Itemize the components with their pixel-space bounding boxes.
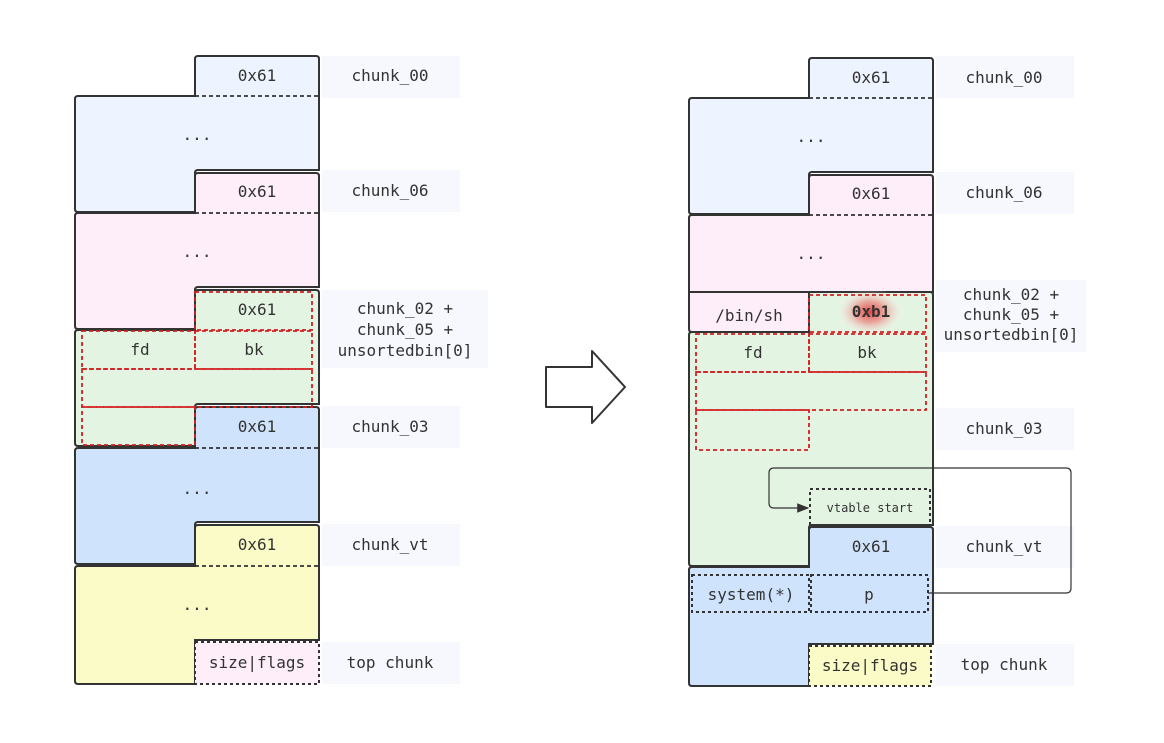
chunk-06-size: 0x61 [852,184,891,203]
transition-arrow-icon [545,350,626,424]
chunk-06-label: chunk_06 [965,183,1042,202]
chunk-03-label: chunk_03 [351,417,428,436]
chunk-06-shape [688,174,934,293]
chunk-02-size: 0x61 [238,300,277,319]
chunk-02-label-1: chunk_02 + [963,285,1059,304]
fake-size-region [194,291,313,331]
label-bg [936,408,1074,450]
binsh-cell [688,291,810,333]
top-size-box [194,641,320,685]
fake-row-region [81,406,196,446]
binsh-label: /bin/sh [715,306,782,325]
bk-label: bk [244,340,264,359]
p-cell [810,574,929,613]
fake-row-region [695,371,927,411]
p-label: p [864,585,874,604]
fd-label: fd [130,340,149,359]
label-bg [936,526,1074,568]
chunk-02-label-3: unsortedbin[0] [338,341,473,360]
chunk-06-body: ... [183,242,212,261]
label-bg [322,406,460,448]
bk-label: bk [857,343,877,362]
top-size: size|flags [209,653,305,672]
chunk-vt-size: 0x61 [852,537,891,556]
vtable-box [809,488,931,526]
fd-region [81,330,196,370]
chunk-06-body: ... [797,244,826,263]
right-heap: 0x61 ... 0x61 ... /bin/sh 0xb1 fd bk vta… [688,56,1086,687]
chunk-00-size: 0x61 [852,68,891,87]
fake-row-region [695,409,810,451]
chunk-00-body: ... [797,127,826,146]
chunk-03-body: ... [183,479,212,498]
chunk-06-shape [74,172,320,330]
vtable-label: vtable start [827,501,914,515]
chunk-00-body: ... [183,125,212,144]
label-bg [322,56,460,98]
top-chunk-label: top chunk [347,653,434,672]
label-bg [936,56,1074,98]
chunk-00-shape [688,57,934,215]
chunk-02-label-1: chunk_02 + [357,299,453,318]
chunk-00-size: 0x61 [238,66,277,85]
label-bg [936,280,1086,352]
fake-size-region [808,294,927,333]
label-bg [936,644,1074,686]
chunk-03-label: chunk_03 [965,419,1042,438]
chunk-vt-label: chunk_vt [351,535,428,554]
left-heap: 0x61 ... 0x61 ... 0x61 fd bk 0x61 ... 0x… [74,55,488,685]
chunk-02-label-3: unsortedbin[0] [944,325,1079,344]
top-chunk-label: top chunk [961,655,1048,674]
label-bg [322,290,488,368]
chunk-vt-label: chunk_vt [965,537,1042,556]
label-bg [322,524,460,566]
chunk-06-label: chunk_06 [351,181,428,200]
highlight-glow [836,288,904,336]
chunk-vt-body: ... [183,595,212,614]
chunk-vt-shape [74,524,320,685]
chunk-00-shape [74,55,320,213]
top-size-box [808,645,932,687]
pointer-arrow [768,467,1072,594]
chunk-02-size: 0xb1 [852,302,891,321]
chunk-02-label-2: chunk_05 + [963,305,1059,324]
chunk-02-label-2: chunk_05 + [357,320,453,339]
chunk-00-label: chunk_00 [965,68,1042,87]
chunk-06-size: 0x61 [238,182,277,201]
label-bg [936,172,1074,214]
system-label: system(*) [708,585,795,604]
chunk-vt-size: 0x61 [238,535,277,554]
system-cell [691,574,810,613]
chunk-03-size: 0x61 [238,417,277,436]
fake-row-region [81,368,313,408]
label-bg [322,170,460,212]
fd-region [695,333,810,373]
chunk-00-label: chunk_00 [351,66,428,85]
label-bg [322,642,460,684]
fd-label: fd [743,343,762,362]
top-size: size|flags [822,656,918,675]
